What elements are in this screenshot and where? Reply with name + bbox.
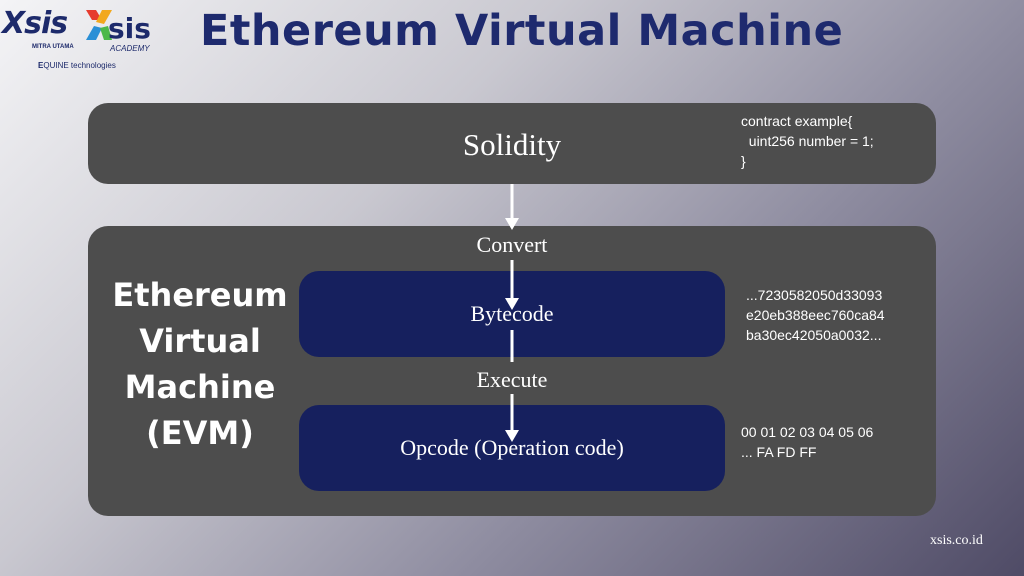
page-title: Ethereum Virtual Machine	[200, 6, 844, 56]
code-line: uint256 number = 1;	[741, 133, 874, 149]
xsis-academy-logo-text: sis	[108, 12, 151, 45]
code-line: }	[741, 153, 746, 169]
bytecode-line: ba30ec42050a0032...	[746, 327, 882, 343]
logo-area: Xsis MITRA UTAMA sis ACADEMY EQUINE tech…	[0, 0, 170, 80]
bytecode-line: ...7230582050d33093	[746, 287, 883, 303]
bytecode-line: e20eb388eec760ca84	[746, 307, 885, 323]
opcode-line: 00 01 02 03 04 05 06	[741, 424, 874, 440]
solidity-box: Solidity	[88, 103, 936, 184]
equine-logo: EQUINE technologies	[38, 61, 116, 70]
opcode-line: ... FA FD FF	[741, 444, 817, 460]
evm-label-line: Ethereum	[112, 276, 288, 314]
evm-label-line: Virtual	[139, 322, 261, 360]
footer-website: xsis.co.id	[930, 533, 983, 548]
code-line: contract example{	[741, 113, 853, 129]
arrow-execute-to-opcode-head	[505, 430, 519, 442]
convert-step-label: Convert	[476, 232, 548, 257]
evm-label-line: Machine	[124, 368, 276, 406]
opcode-sample: 00 01 02 03 04 05 06 ... FA FD FF	[741, 422, 873, 462]
equine-logo-text: QUINE technologies	[43, 61, 116, 70]
evm-label: Ethereum Virtual Machine (EVM)	[105, 272, 295, 456]
xsis-logo-subtitle: MITRA UTAMA	[32, 44, 74, 50]
solidity-label: Solidity	[462, 127, 562, 162]
xsis-mitra-utama-logo: Xsis MITRA UTAMA	[2, 6, 74, 50]
bytecode-sample: ...7230582050d33093 e20eb388eec760ca84 ba3…	[746, 285, 885, 345]
arrow-solidity-to-convert-head	[505, 218, 519, 230]
arrow-convert-to-bytecode-head	[505, 298, 519, 310]
xsis-academy-mark-icon	[86, 10, 112, 40]
solidity-code-sample: contract example{ uint256 number = 1;}	[741, 111, 874, 171]
xsis-logo-text: Xsis	[2, 6, 68, 41]
xsis-academy-logo-subtitle: ACADEMY	[110, 44, 150, 53]
execute-step-label: Execute	[476, 367, 548, 392]
equine-logo-mark-icon: E	[38, 61, 44, 70]
evm-label-line: (EVM)	[146, 414, 254, 452]
